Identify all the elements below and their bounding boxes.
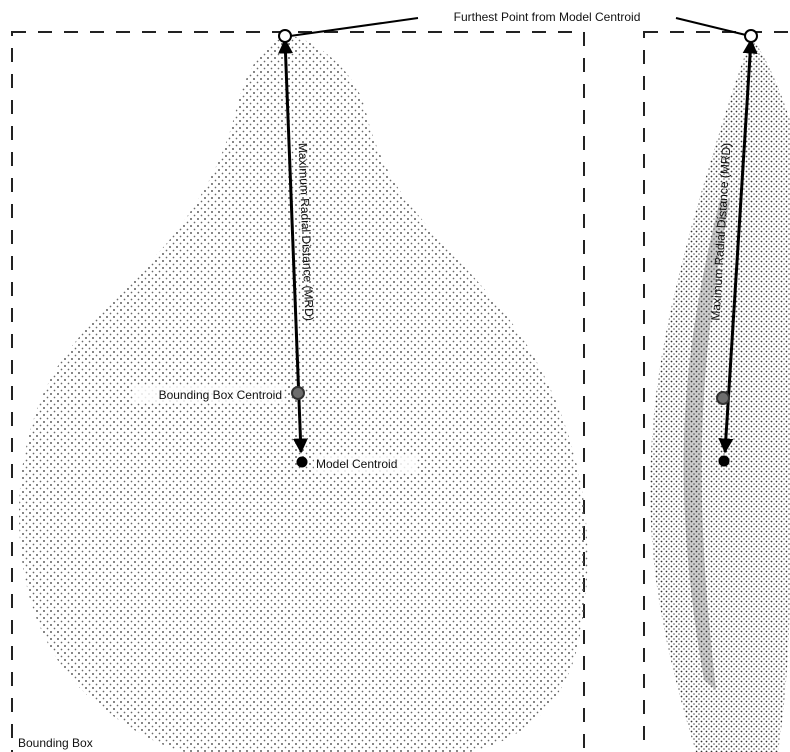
model-centroid-marker-side (719, 456, 730, 467)
furthest-point-marker-front (279, 30, 291, 42)
bbox-centroid-marker-front (292, 387, 304, 399)
model-centroid-marker-front (297, 457, 308, 468)
furthest-point-marker-side (745, 30, 757, 42)
leader-line-front (290, 18, 418, 36)
model-centroid-label: Model Centroid (316, 457, 397, 471)
bbox-centroid-marker-side (717, 392, 729, 404)
leader-line-side (676, 18, 750, 36)
bbox-centroid-label: Bounding Box Centroid (159, 388, 282, 402)
bounding-box-label: Bounding Box (18, 736, 93, 750)
furthest-point-label: Furthest Point from Model Centroid (454, 10, 641, 24)
